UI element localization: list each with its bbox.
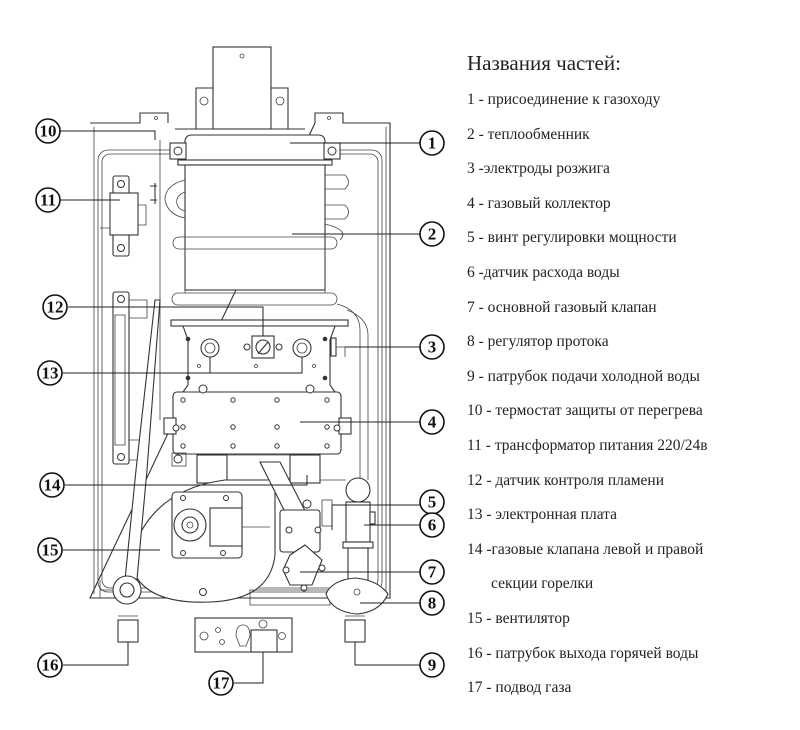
legend-item-12: 12 - датчик контроля пламени: [467, 471, 665, 489]
callout-13: 13: [37, 360, 63, 386]
callout-5: 5: [419, 489, 445, 515]
fan: [129, 479, 276, 603]
svg-text:12: 12: [47, 298, 64, 317]
callout-8: 8: [419, 590, 445, 616]
svg-text:4: 4: [428, 413, 437, 432]
legend-item-17: 17 - подвод газа: [467, 679, 572, 697]
flue-connector: [175, 46, 305, 130]
svg-text:16: 16: [42, 656, 59, 675]
legend-item-4: 4 - газовый коллектор: [467, 194, 611, 212]
svg-text:5: 5: [428, 493, 437, 512]
legend-item-11: 11 - трансформатор питания 220/24в: [467, 436, 708, 454]
legend-item-13: 13 - электронная плата: [467, 506, 618, 524]
side-bracket: [112, 291, 148, 465]
gas-valve-assembly: [249, 461, 333, 606]
legend-item-6: 6 -датчик расхода воды: [467, 263, 620, 281]
legend-title: Названия частей:: [467, 51, 621, 75]
callout-1: 1: [419, 130, 445, 156]
legend-item-10: 10 - термостат защиты от перегрева: [467, 402, 703, 420]
callout-14: 14: [39, 472, 65, 498]
heat-exchanger: [164, 134, 349, 306]
callout-11: 11: [35, 187, 61, 213]
svg-text:1: 1: [428, 134, 437, 153]
callout-7: 7: [419, 559, 445, 585]
svg-text:10: 10: [40, 122, 57, 141]
water-heater-diagram: 1 2 3 4 5 6 7 8 9 10 11 12 13 14 15 16 1…: [35, 46, 445, 696]
callout-6: 6: [419, 512, 445, 538]
svg-text:11: 11: [40, 191, 56, 210]
bottom-connectors: [117, 615, 366, 653]
svg-text:2: 2: [428, 225, 437, 244]
parts-legend: Названия частей: 1 - присоединение к газ…: [467, 50, 797, 713]
callout-3: 3: [419, 334, 445, 360]
svg-text:17: 17: [213, 674, 231, 693]
legend-item-5: 5 - винт регулировки мощности: [467, 229, 677, 247]
callout-15: 15: [37, 537, 63, 563]
callout-2: 2: [419, 221, 445, 247]
legend-item-2: 2 - теплообменник: [467, 125, 590, 143]
svg-text:7: 7: [428, 563, 437, 582]
burner-plate: [170, 319, 349, 393]
legend-item-7: 7 - основной газовый клапан: [467, 298, 657, 316]
transformer: [100, 175, 147, 257]
svg-text:6: 6: [428, 516, 437, 535]
callout-12: 12: [42, 294, 68, 320]
legend-item-15: 15 - вентилятор: [467, 609, 570, 627]
callout-9: 9: [419, 652, 445, 678]
section-valves: [171, 452, 321, 490]
legend-item-8: 8 - регулятор протока: [467, 333, 609, 351]
legend-item-9: 9 - патрубок подачи холодной воды: [467, 367, 700, 385]
callout-10: 10: [35, 118, 61, 144]
callout-16: 16: [37, 652, 63, 678]
flow-parts: [325, 501, 389, 615]
gas-manifold: [163, 384, 352, 455]
legend-item-3: 3 -электроды розжига: [467, 160, 610, 178]
svg-text:3: 3: [428, 338, 437, 357]
svg-text:14: 14: [44, 476, 62, 495]
callout-4: 4: [419, 409, 445, 435]
water-pipe: [320, 303, 371, 503]
svg-text:15: 15: [42, 541, 59, 560]
legend-list: 1 - присоединение к газоходу 2 - теплооб…: [467, 90, 797, 713]
svg-text:13: 13: [42, 364, 59, 383]
legend-item-16: 16 - патрубок выхода горячей воды: [467, 644, 699, 662]
legend-item-14: 14 -газовые клапана левой и правой: [467, 540, 704, 558]
svg-text:8: 8: [428, 594, 437, 613]
legend-item-14-continuation: секции горелки: [491, 575, 594, 593]
legend-item-1: 1 - присоединение к газоходу: [467, 91, 661, 108]
svg-text:9: 9: [428, 656, 437, 675]
callout-17: 17: [208, 670, 234, 696]
leader-lines: [60, 130, 420, 684]
